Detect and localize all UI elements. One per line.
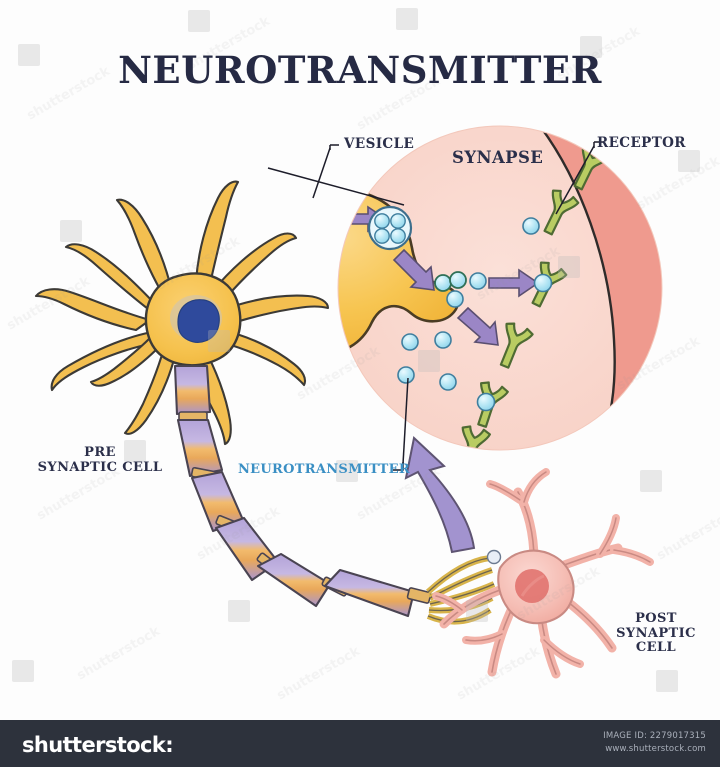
leader-lines xyxy=(267,141,604,471)
page-title: NEUROTRANSMITTER xyxy=(118,48,602,92)
pre-dendrites xyxy=(34,180,330,446)
leader-neurotransmitter-stem xyxy=(402,377,409,465)
image-id: IMAGE ID: 2279017315 xyxy=(603,731,706,741)
arrow-to-receptor xyxy=(456,306,499,346)
arrow-vesicle-fusion xyxy=(392,248,435,291)
label-pre-synaptic-cell: PRE SYNAPTIC CELL xyxy=(37,445,163,475)
footer-bar xyxy=(0,720,720,767)
leader-neurotransmitter xyxy=(393,462,404,471)
pre-nucleus xyxy=(177,299,220,343)
footer-meta: IMAGE ID: 2279017315 www.shutterstock.co… xyxy=(516,730,706,756)
myelinated-axon xyxy=(173,364,432,618)
label-post-synaptic-cell: POST SYNAPTIC CELL xyxy=(616,611,696,656)
leader-receptor-stem xyxy=(555,145,595,215)
arrow-to-receptor xyxy=(488,268,540,298)
leader-vesicle-stem xyxy=(312,147,331,199)
receptor xyxy=(461,425,491,450)
vesicle xyxy=(367,205,413,251)
post-nucleus xyxy=(515,569,549,603)
pre-synaptic-neuron xyxy=(34,180,330,446)
leader-vesicle xyxy=(329,144,339,150)
bound-molecules xyxy=(476,273,553,412)
myelin-segment xyxy=(176,418,224,478)
myelin-segment xyxy=(256,552,332,608)
post-synaptic-neuron xyxy=(432,468,654,679)
website-url: www.shutterstock.com xyxy=(605,744,706,755)
receptor xyxy=(499,322,534,369)
label-receptor: RECEPTOR xyxy=(597,135,686,151)
shutterstock-logo-mark: : xyxy=(165,733,174,757)
node-of-ranvier xyxy=(406,587,432,604)
shutterstock-logo: shutterstock: xyxy=(22,733,174,757)
neurotransmitter-molecules xyxy=(397,217,540,391)
magnifier-arrow xyxy=(404,436,476,554)
label-neurotransmitter: NEUROTRANSMITTER xyxy=(238,462,410,477)
synapse-circle-edge xyxy=(337,125,663,451)
leader-vesicle-cross xyxy=(267,167,405,206)
myelin-segment xyxy=(173,364,212,416)
neurotransmitter-illustration xyxy=(34,125,663,679)
released-molecules xyxy=(434,271,467,308)
label-vesicle: VESICLE xyxy=(344,136,415,152)
vesicle xyxy=(291,189,333,231)
shutterstock-wordmark: shutterstock xyxy=(22,733,166,757)
label-synapse: SYNAPSE xyxy=(452,148,544,167)
